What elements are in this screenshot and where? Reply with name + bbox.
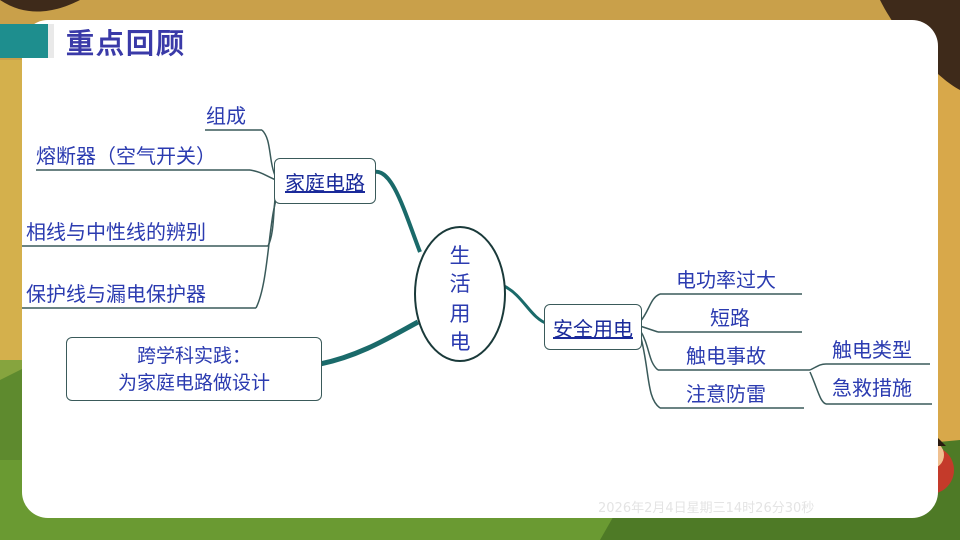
practice-line-1: 跨学科实践：	[136, 345, 251, 367]
home-circuit-item-composition: 组成	[206, 104, 246, 128]
timestamp: 2026年2月4日星期三14时26分30秒	[598, 501, 815, 516]
center-char-4: 电	[449, 330, 471, 354]
safety-item-short-circuit: 短路	[710, 306, 750, 330]
center-topic: 生 活 用 电	[414, 226, 506, 362]
home-circuit-item-live-neutral: 相线与中性线的辨别	[26, 220, 206, 244]
safety-item-lightning: 注意防雷	[686, 382, 766, 406]
safety-item-overload: 电功率过大	[676, 268, 776, 292]
title-accent-bar	[0, 24, 54, 58]
center-char-2: 活	[449, 272, 471, 296]
shock-sub-first-aid: 急救措施	[832, 376, 912, 400]
center-char-1: 生	[449, 244, 471, 268]
safety-box: 安全用电	[544, 304, 642, 350]
home-circuit-item-fuse: 熔断器（空气开关）	[36, 144, 216, 168]
practice-box: 跨学科实践： 为家庭电路做设计	[66, 337, 322, 401]
practice-line-2: 为家庭电路做设计	[117, 372, 270, 394]
home-circuit-box: 家庭电路	[274, 158, 376, 204]
shock-sub-types: 触电类型	[832, 338, 912, 362]
center-char-3: 用	[449, 302, 471, 326]
slide-title: 重点回顾	[66, 27, 187, 60]
home-circuit-item-protection: 保护线与漏电保护器	[26, 282, 206, 306]
safety-item-electric-shock: 触电事故	[686, 344, 766, 368]
